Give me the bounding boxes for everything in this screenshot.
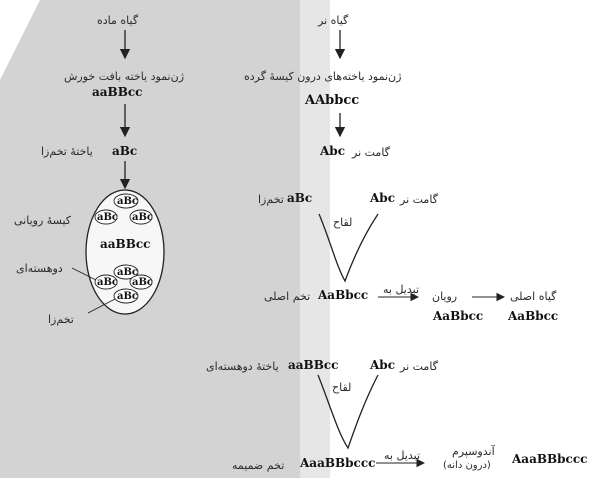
sac-cell-5 bbox=[94, 274, 118, 290]
sac-cell-6 bbox=[129, 274, 153, 290]
f1-gamete-label: گامت نر bbox=[400, 193, 438, 206]
male-gamete-genotype: Abc bbox=[320, 144, 346, 158]
f1-gamete-genotype: Abc bbox=[370, 191, 396, 205]
egg-pointer-label: تخم‌زا bbox=[48, 313, 74, 326]
f1-converts-label: تبدیل به bbox=[383, 283, 420, 296]
female-genotype: aaBBcc bbox=[92, 85, 143, 99]
f2-central-label: یاختهٔ دوهسته‌ای bbox=[206, 360, 279, 373]
f2-gamete-genotype: Abc bbox=[370, 358, 396, 372]
female-tissue-label: ژن‌نمود یاخته بافت خورش bbox=[64, 70, 185, 83]
sac-cell-7 bbox=[113, 288, 139, 304]
binucleate-label: دوهسته‌ای bbox=[16, 262, 63, 275]
f1-egg-label: تخم‌زا bbox=[258, 193, 284, 206]
f2-gamete-label: گامت نر bbox=[400, 360, 438, 373]
sac-cell-3 bbox=[129, 209, 153, 225]
embryo-sac-label: کیسهٔ رویانی bbox=[14, 214, 72, 227]
pointer-binucleate bbox=[71, 267, 97, 281]
female-egg-genotype: aBc bbox=[112, 144, 138, 158]
f2-endosperm-genotype: AaaBBbccc bbox=[512, 452, 588, 466]
f1-embryo-label: رویان bbox=[432, 290, 458, 303]
male-genotype: AAbbcc bbox=[305, 93, 360, 108]
male-plant-label: گیاه نر bbox=[318, 14, 349, 27]
sac-cell-label-4: aBc bbox=[117, 267, 139, 278]
f2-endosperm-note: (درون دانه) bbox=[443, 460, 491, 471]
f2-zygote-genotype: AaaBBbccc bbox=[300, 456, 376, 470]
f1-zygote-genotype: AaBbcc bbox=[318, 288, 369, 302]
sac-cell-4 bbox=[113, 264, 139, 280]
f2-central-genotype: aaBBcc bbox=[288, 358, 339, 372]
f2-zygote-label: تخم ضمیمه bbox=[232, 459, 285, 472]
male-pollen-label: ژن‌نمود یاخته‌های درون کیسهٔ گرده bbox=[244, 70, 402, 83]
sac-cell-label-1: aBc bbox=[117, 196, 139, 207]
female-egg-label: یاختهٔ تخم‌زا bbox=[41, 145, 93, 158]
fertilization1-lines bbox=[318, 213, 379, 283]
f1-egg-genotype: aBc bbox=[287, 191, 313, 205]
sac-genotype: aaBBcc bbox=[100, 237, 151, 251]
sac-cell-1 bbox=[113, 193, 139, 209]
f2-fertilization-label: لقاح bbox=[332, 381, 352, 394]
f1-fertilization-label: لقاح bbox=[333, 216, 353, 229]
female-plant-label: گیاه ماده bbox=[97, 14, 139, 27]
male-gamete-label: گامت نر bbox=[352, 146, 390, 159]
sac-cell-2 bbox=[94, 209, 118, 225]
f2-endosperm-label: آندوسپرم bbox=[452, 445, 495, 458]
sac-cell-label-5: aBc bbox=[97, 277, 119, 288]
sac-cell-label-2: aBc bbox=[97, 212, 119, 223]
f1-zygote-label: تخم اصلی bbox=[264, 290, 311, 303]
pointer-egg bbox=[87, 298, 116, 314]
f1-plant-genotype: AaBbcc bbox=[508, 309, 559, 323]
sac-cell-label-3: aBc bbox=[132, 212, 154, 223]
f2-converts-label: تبدیل به bbox=[384, 449, 421, 462]
sac-cell-label-6: aBc bbox=[132, 277, 154, 288]
f1-embryo-genotype: AaBbcc bbox=[433, 309, 484, 323]
background-band-light bbox=[300, 0, 330, 478]
f1-plant-label: گیاه اصلی bbox=[510, 290, 557, 303]
sac-cell-label-7: aBc bbox=[117, 291, 139, 302]
fertilization2-lines bbox=[317, 374, 379, 450]
